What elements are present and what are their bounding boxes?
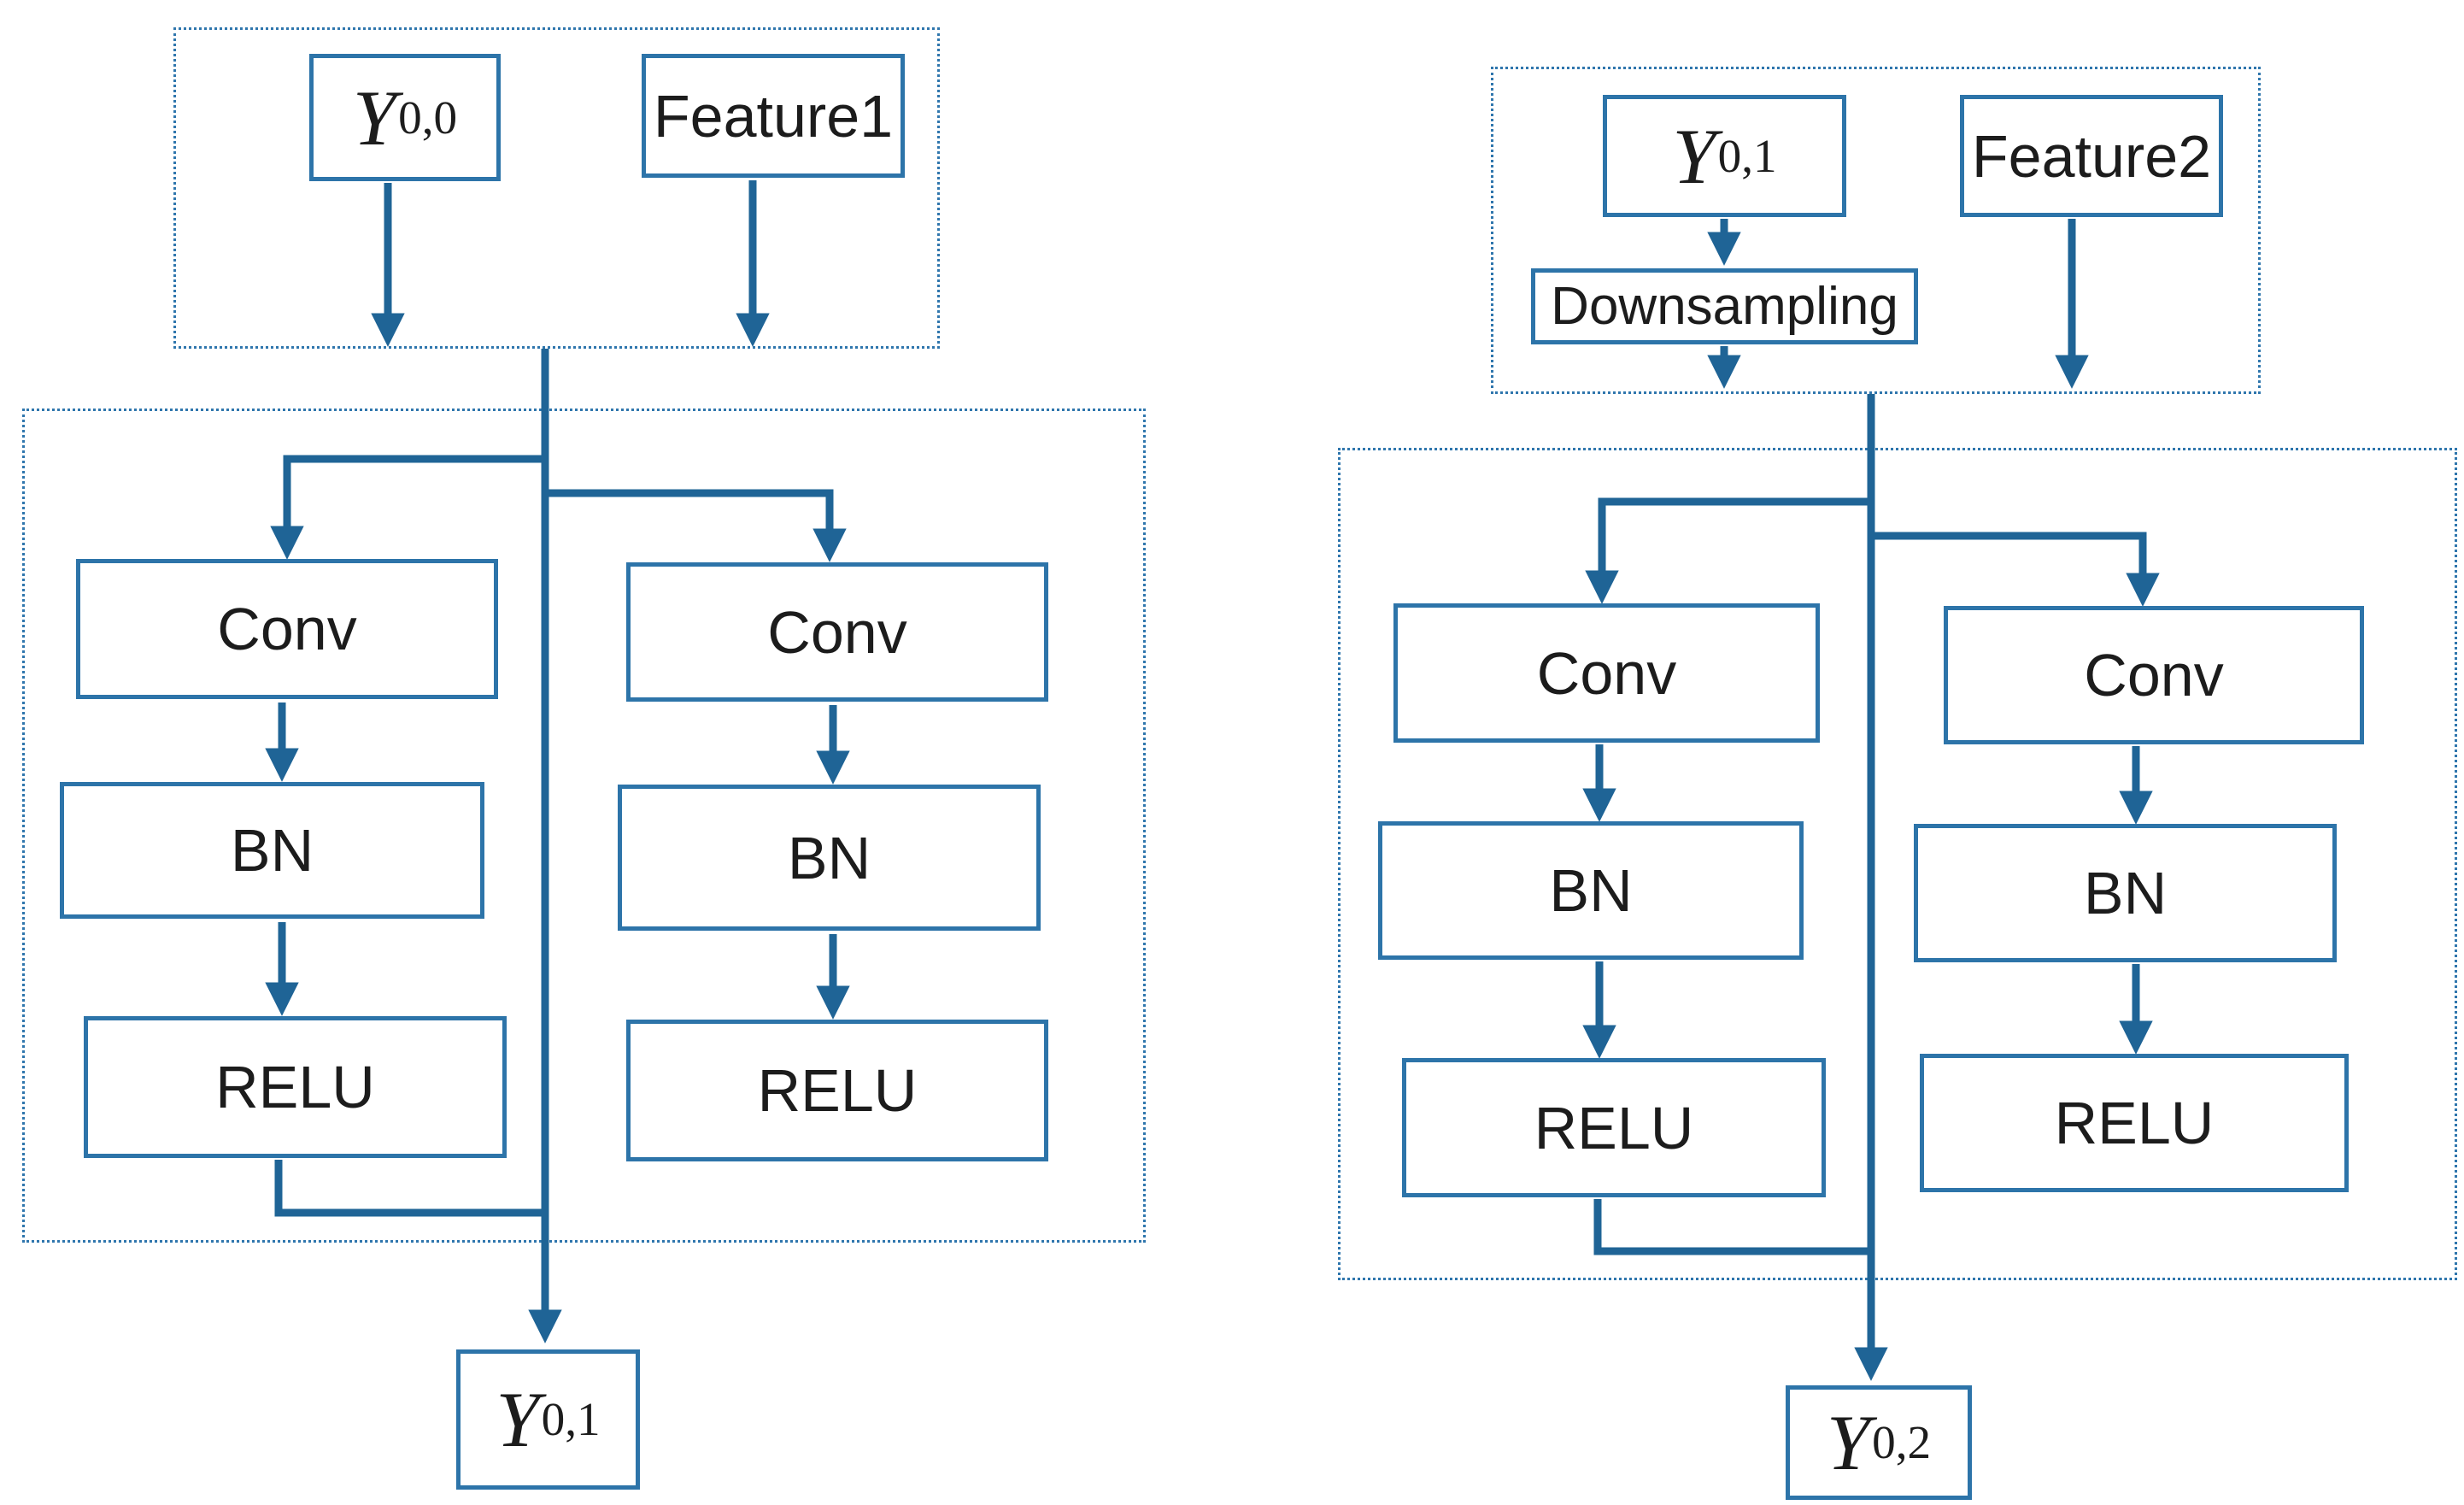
feature2-label: Feature2 (1971, 122, 2212, 190)
node-right-bn-right: BN (1914, 824, 2337, 962)
y02-base: Y (1826, 1399, 1871, 1486)
connector-right-into-conv-left (1585, 497, 1871, 604)
conv-label: Conv (1536, 639, 1677, 707)
feature1-label: Feature1 (653, 82, 894, 150)
relu-label: RELU (2054, 1090, 2215, 1156)
conv-label: Conv (2084, 642, 2224, 708)
node-left-relu-left: RELU (84, 1016, 507, 1158)
node-right-conv-left: Conv (1393, 603, 1820, 743)
connector-left-into-conv-right (545, 489, 847, 562)
node-left-conv-right: Conv (626, 562, 1048, 702)
left-input-group-box (173, 27, 940, 349)
y01-base: Y (496, 1376, 540, 1463)
y00-base: Y (352, 73, 397, 162)
downsampling-label: Downsampling (1551, 276, 1898, 336)
bn-label: BN (1549, 857, 1633, 924)
connector-left-relu-merge (274, 1160, 545, 1217)
conv-label: Conv (767, 598, 907, 666)
node-right-relu-left: RELU (1402, 1058, 1826, 1197)
node-left-bn-left: BN (60, 782, 484, 919)
y01-input-superscript: 0,1 (1717, 129, 1777, 182)
y01-superscript: 0,1 (541, 1393, 601, 1446)
relu-label: RELU (1534, 1094, 1694, 1161)
node-left-relu-right: RELU (626, 1020, 1048, 1161)
node-downsampling: Downsampling (1531, 268, 1918, 344)
right-input-group-box (1491, 67, 2261, 394)
node-left-bn-right: BN (618, 785, 1041, 931)
node-right-relu-right: RELU (1920, 1054, 2349, 1192)
bn-label: BN (2083, 860, 2168, 926)
left-conv-group-box (22, 409, 1146, 1243)
node-feature2: Feature2 (1960, 95, 2223, 217)
node-left-conv-left: Conv (76, 559, 498, 699)
y01-input-base: Y (1672, 112, 1716, 200)
relu-label: RELU (757, 1057, 918, 1124)
node-right-conv-right: Conv (1944, 606, 2364, 744)
right-conv-group-box (1338, 448, 2457, 1280)
node-right-bn-left: BN (1378, 821, 1804, 960)
bn-label: BN (787, 824, 871, 891)
y02-superscript: 0,2 (1872, 1416, 1932, 1469)
conv-label: Conv (217, 596, 357, 662)
connector-right-relu-merge (1593, 1199, 1871, 1255)
node-feature1: Feature1 (642, 54, 905, 178)
y00-superscript: 0,0 (398, 91, 458, 144)
connector-left-into-conv-left (270, 455, 545, 560)
connector-right-into-conv-right (1871, 532, 2160, 607)
bn-label: BN (230, 817, 314, 884)
relu-label: RELU (215, 1054, 375, 1120)
